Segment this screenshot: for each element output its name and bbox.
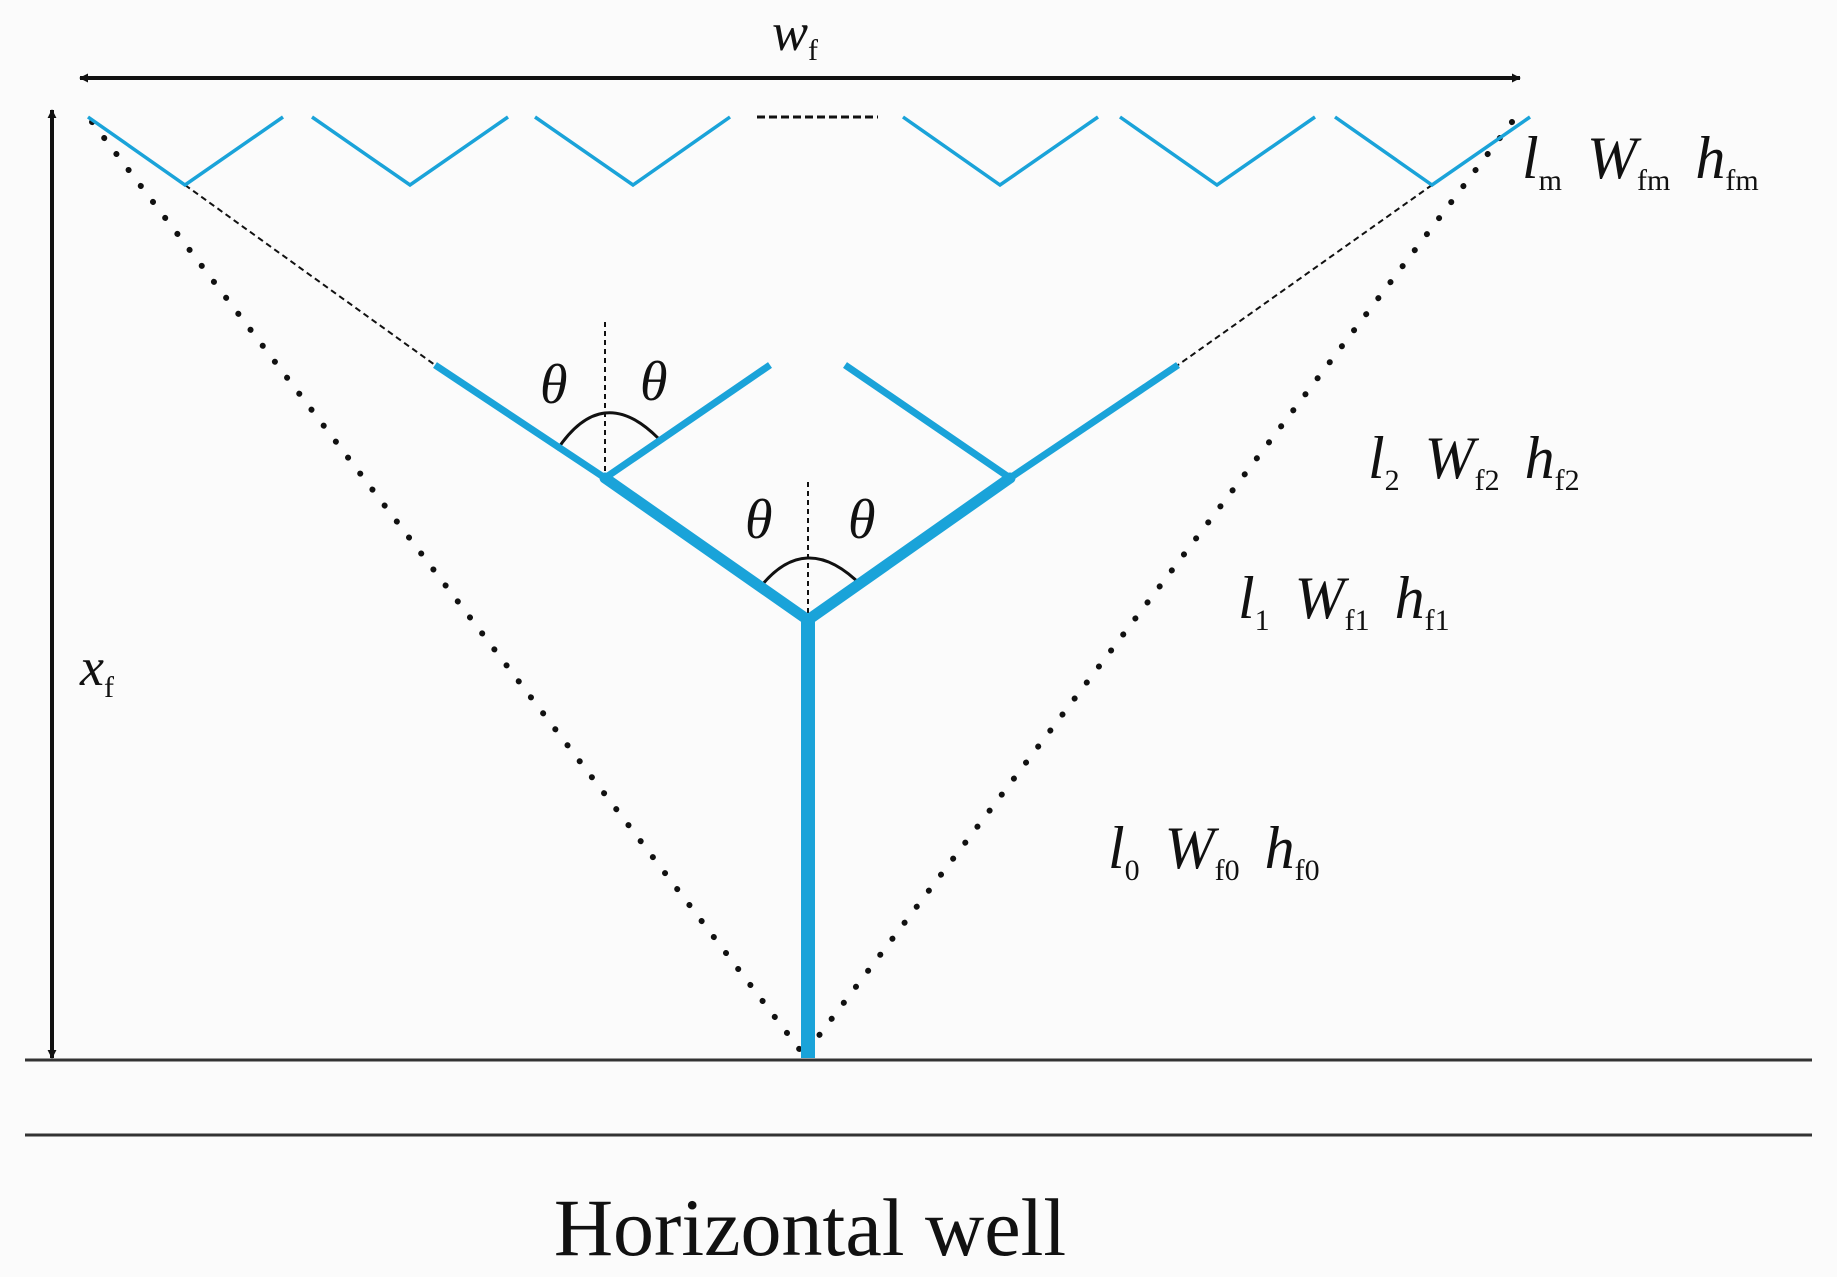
level-2-label: l2 Wf2 hf2 xyxy=(1368,425,1580,503)
envelope-right-dotted xyxy=(805,119,1515,1053)
length-label: xf xyxy=(79,637,114,704)
horizontal-well-label: Horizontal well xyxy=(554,1182,1066,1273)
fracture-level-m-segment-6 xyxy=(1333,115,1531,188)
angle-arc-upper xyxy=(555,411,660,451)
theta-label-lower-left: θ xyxy=(745,489,773,551)
fracture-branch-l2-right-outer xyxy=(1008,362,1180,481)
fracture-branch-l1-right xyxy=(802,472,1016,626)
fracture-level-m-segment-3 xyxy=(534,115,732,188)
fracture-branch-l2-right-inner xyxy=(843,362,1012,481)
fracture-level-m-segment-1 xyxy=(86,115,284,188)
angle-arc-lower xyxy=(756,556,864,591)
fracture-branch-l2-left-inner xyxy=(603,362,772,481)
level-1-label: l1 Wf1 hf1 xyxy=(1238,565,1450,643)
fracture-branch-l1-left xyxy=(599,472,814,626)
envelope-left-dotted xyxy=(89,119,803,1053)
fracture-branch-l2-left-outer xyxy=(433,362,607,481)
fracture-level-m-segment-4 xyxy=(901,115,1099,188)
level-0-label: l0 Wf0 hf0 xyxy=(1108,815,1320,893)
fracture-level-m-segment-5 xyxy=(1118,115,1316,188)
level-m-label: lm Wfm hfm xyxy=(1522,125,1759,203)
fracture-level-m-segment-2 xyxy=(311,115,509,188)
width-label: wf xyxy=(772,2,818,67)
extension-left-dashed xyxy=(184,184,436,366)
theta-label-upper-right: θ xyxy=(640,351,668,413)
theta-label-lower-right: θ xyxy=(848,489,876,551)
extension-right-dashed xyxy=(1177,184,1433,366)
theta-label-upper-left: θ xyxy=(540,354,568,416)
